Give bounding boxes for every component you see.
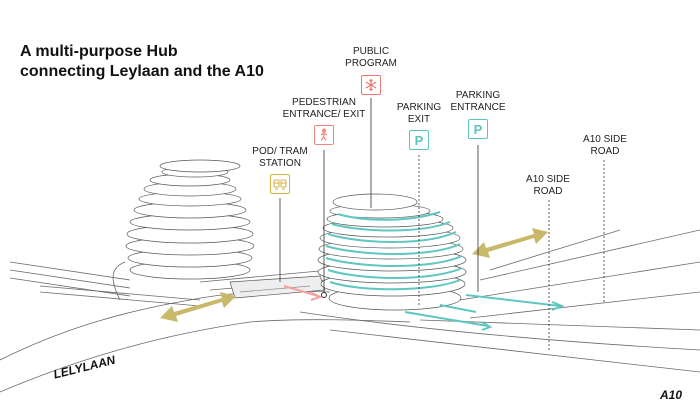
pedestrian-entrance-label: PEDESTRIAN ENTRANCE/ EXIT	[282, 97, 366, 120]
a10-side-road-label-2: A10 SIDE ROAD	[583, 134, 627, 157]
a10-side-road-label-1: A10 SIDE ROAD	[526, 174, 570, 197]
tram-icon	[270, 174, 290, 194]
teal-ramps	[325, 211, 463, 291]
left-building	[125, 159, 255, 280]
parking-entrance-label: PARKING ENTRANCE	[450, 90, 506, 113]
right-building	[317, 193, 467, 311]
pink-arrow	[283, 285, 327, 301]
pod-tram-station-label: POD/ TRAM STATION	[252, 146, 308, 169]
road-label-a10: A10	[660, 388, 683, 402]
teal-arrows	[404, 294, 565, 331]
tram-platform	[229, 275, 326, 299]
title-line-1: A multi-purpose Hub	[20, 43, 178, 60]
title-line-2: connecting Leylaan and the A10	[20, 63, 264, 80]
gold-arrows	[160, 228, 548, 322]
diagram-title: A multi-purpose Hub connecting Leylaan a…	[20, 42, 264, 82]
parking-exit-icon: P	[409, 130, 429, 150]
road-lines	[0, 229, 700, 393]
parking-entrance-icon: P	[468, 119, 488, 139]
snowflake-icon	[361, 75, 381, 95]
walking-person-icon	[314, 125, 334, 145]
public-program-label: PUBLIC PROGRAM	[345, 46, 397, 69]
parking-exit-label: PARKING EXIT	[396, 102, 442, 125]
leader-lines	[279, 98, 605, 350]
